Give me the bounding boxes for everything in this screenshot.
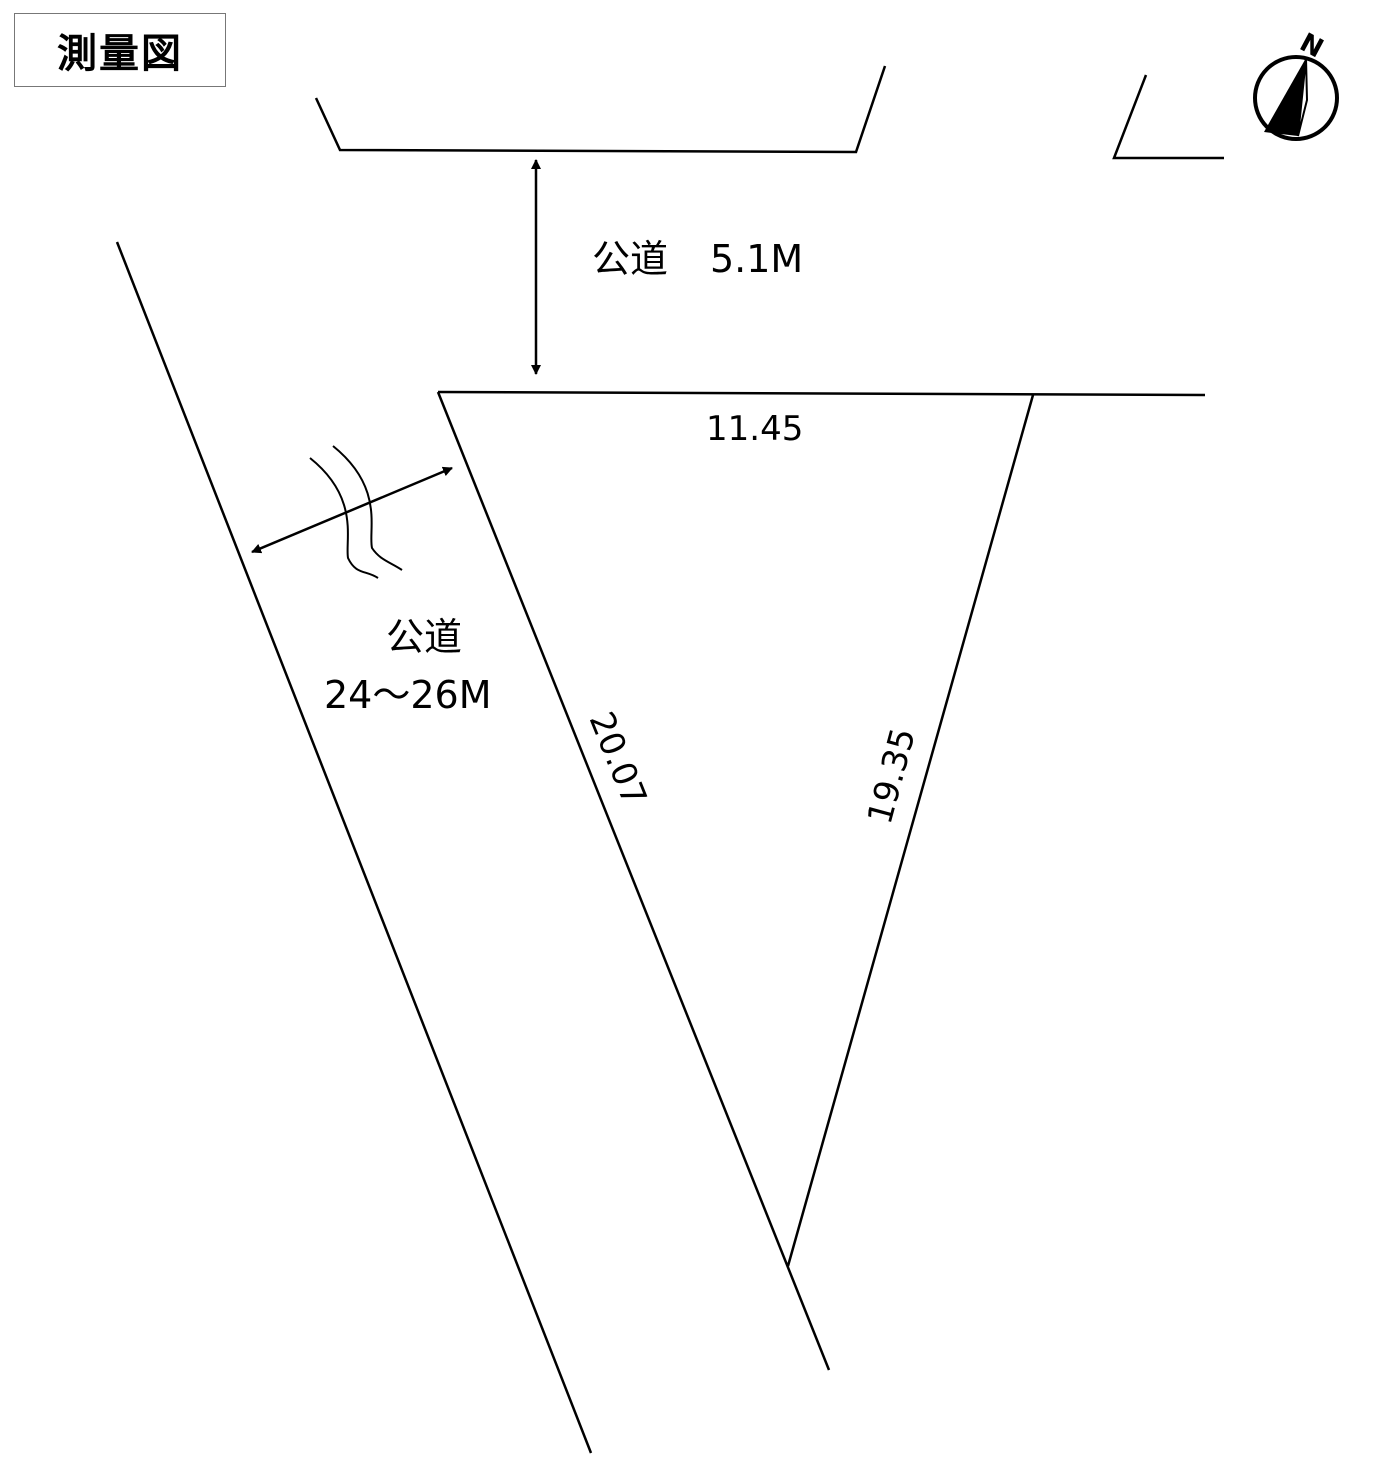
lot-left-boundary [436,391,831,1371]
west-road-far-edge [115,241,593,1454]
north-road-far-edge [314,65,887,154]
north-east-road-edge [1112,74,1224,160]
title-box: 測量図 [14,13,226,87]
north-arrow-icon: N [1253,28,1339,141]
dimension-top: 11.45 [706,409,803,449]
lot-top-boundary [437,390,1206,397]
lot-right-boundary [786,394,1035,1267]
west-road-width-arrow [251,466,453,554]
west-road-width: 24～26M [324,673,492,717]
dimension-left: 20.07 [581,706,655,811]
road-break-mark-2 [332,445,403,571]
page-title: 測量図 [57,31,183,77]
north-road-label: 公道 [592,237,668,281]
north-road-width: 5.1M [710,237,803,281]
west-road-label: 公道 [386,615,462,659]
road-break-mark [309,457,379,579]
